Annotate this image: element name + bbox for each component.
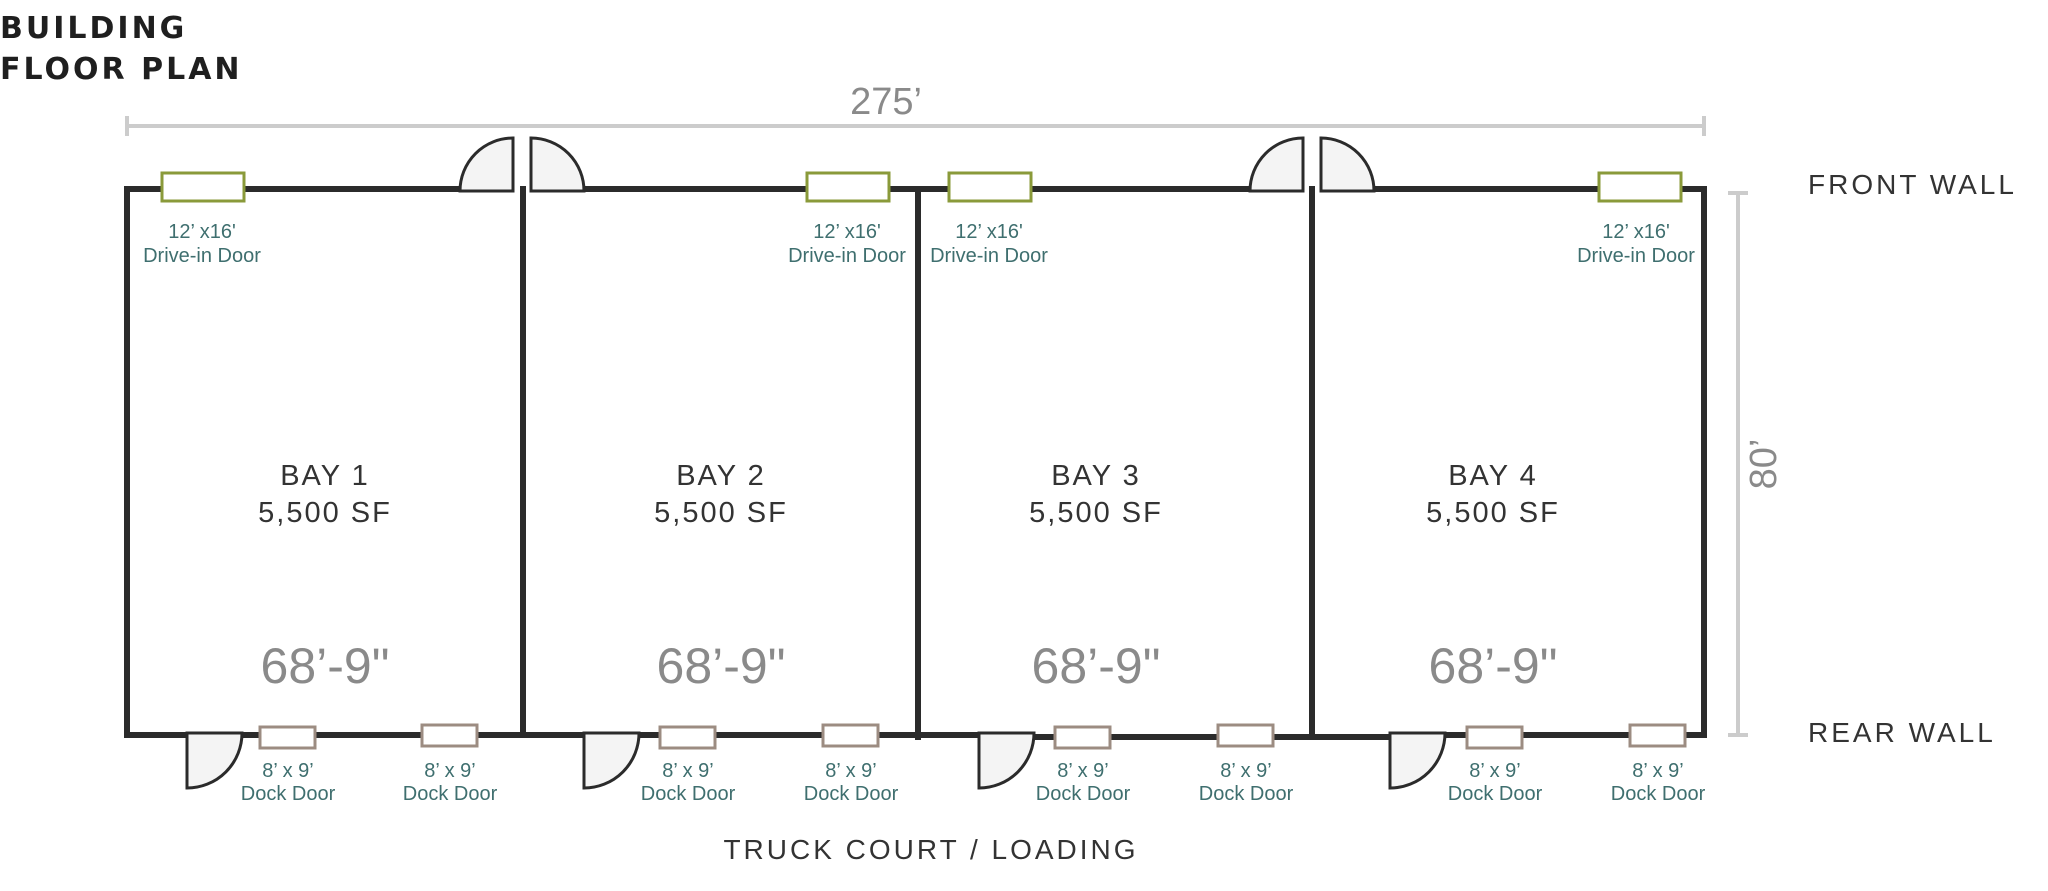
bay-area: 5,500 SF [1029, 497, 1163, 529]
bay-width: 68’-9" [1429, 638, 1558, 694]
bay-4: BAY 4 5,500 SF 68’-9" [1426, 460, 1560, 694]
drive-in-door-label: Drive-in Door [1577, 245, 1695, 267]
dock-door-label: Dock Door [1036, 783, 1131, 805]
dock-door-size: 8’ x 9’ [1220, 760, 1272, 782]
door-swing-icon [1248, 136, 1305, 193]
overall-depth-dimension: 80’ [1728, 191, 1785, 737]
dock-door-size: 8’ x 9’ [1632, 760, 1684, 782]
drive-in-door: 12’ x16' Drive-in Door [930, 171, 1048, 267]
personnel-doors-front [458, 136, 1376, 193]
dock-door-label: Dock Door [241, 783, 336, 805]
drive-in-doors: 12’ x16' Drive-in Door 12’ x16' Drive-in… [143, 171, 1695, 267]
bay-width: 68’-9" [1032, 638, 1161, 694]
plan-title-line1: BUILDING [0, 11, 188, 46]
drive-in-door-size: 12’ x16' [955, 221, 1023, 243]
door-swing-icon [1388, 731, 1447, 790]
drive-in-door: 12’ x16' Drive-in Door [1577, 171, 1695, 267]
dock-door: 8’ x 9’ Dock Door [641, 725, 736, 805]
door-swing-icon [185, 731, 244, 790]
drive-in-door-label: Drive-in Door [143, 245, 261, 267]
door-swing-icon [977, 731, 1036, 790]
building-walls [124, 186, 1707, 740]
truck-court-label: TRUCK COURT / LOADING [723, 834, 1138, 865]
dock-door-size: 8’ x 9’ [662, 760, 714, 782]
dock-door: 8’ x 9’ Dock Door [241, 725, 336, 805]
bay-3: BAY 3 5,500 SF 68’-9" [1029, 460, 1163, 694]
dock-door-size: 8’ x 9’ [1057, 760, 1109, 782]
rear-wall-label: REAR WALL [1808, 717, 1996, 748]
bay-width: 68’-9" [261, 638, 390, 694]
drive-in-door: 12’ x16' Drive-in Door [143, 171, 261, 267]
personnel-doors-rear [185, 731, 1447, 790]
overall-width-dimension: 275’ [125, 81, 1706, 136]
dock-door-label: Dock Door [641, 783, 736, 805]
drive-in-door-label: Drive-in Door [788, 245, 906, 267]
bay-2: BAY 2 5,500 SF 68’-9" [654, 460, 788, 694]
dock-door: 8’ x 9’ Dock Door [403, 723, 498, 805]
dock-door-size: 8’ x 9’ [424, 760, 476, 782]
drive-in-door-size: 12’ x16' [168, 221, 236, 243]
bay-area: 5,500 SF [1426, 497, 1560, 529]
dock-door-label: Dock Door [804, 783, 899, 805]
dock-doors: 8’ x 9’ Dock Door 8’ x 9’ Dock Door 8’ x… [241, 723, 1706, 805]
dock-door-size: 8’ x 9’ [262, 760, 314, 782]
drive-in-door: 12’ x16' Drive-in Door [788, 171, 906, 267]
dock-door: 8’ x 9’ Dock Door [1036, 725, 1131, 805]
dock-door-size: 8’ x 9’ [825, 760, 877, 782]
drive-in-door-size: 12’ x16' [813, 221, 881, 243]
bay-area: 5,500 SF [654, 497, 788, 529]
dock-door-size: 8’ x 9’ [1469, 760, 1521, 782]
bay-name: BAY 3 [1051, 460, 1141, 492]
drive-in-door-size: 12’ x16' [1602, 221, 1670, 243]
dock-door: 8’ x 9’ Dock Door [1611, 723, 1706, 805]
bay-area: 5,500 SF [258, 497, 392, 529]
drive-in-door-label: Drive-in Door [930, 245, 1048, 267]
overall-depth-label: 80’ [1743, 439, 1785, 490]
dock-door-label: Dock Door [1611, 783, 1706, 805]
dock-door: 8’ x 9’ Dock Door [1448, 725, 1543, 805]
bay-name: BAY 1 [280, 460, 370, 492]
door-swing-icon [582, 731, 641, 790]
dock-door: 8’ x 9’ Dock Door [804, 723, 899, 805]
front-wall-label: FRONT WALL [1808, 169, 2017, 200]
door-swing-icon [458, 136, 515, 193]
bay-name: BAY 4 [1448, 460, 1538, 492]
plan-title-line2: FLOOR PLAN [0, 52, 243, 87]
dock-door-label: Dock Door [403, 783, 498, 805]
dock-door-label: Dock Door [1448, 783, 1543, 805]
bay-width: 68’-9" [657, 638, 786, 694]
door-swing-icon [1319, 136, 1376, 193]
plan-title: BUILDING FLOOR PLAN [0, 8, 243, 90]
bay-1: BAY 1 5,500 SF 68’-9" [258, 460, 392, 694]
dock-door: 8’ x 9’ Dock Door [1199, 723, 1294, 805]
dock-door-label: Dock Door [1199, 783, 1294, 805]
door-swing-icon [529, 136, 586, 193]
overall-width-label: 275’ [850, 81, 922, 123]
bay-name: BAY 2 [676, 460, 766, 492]
